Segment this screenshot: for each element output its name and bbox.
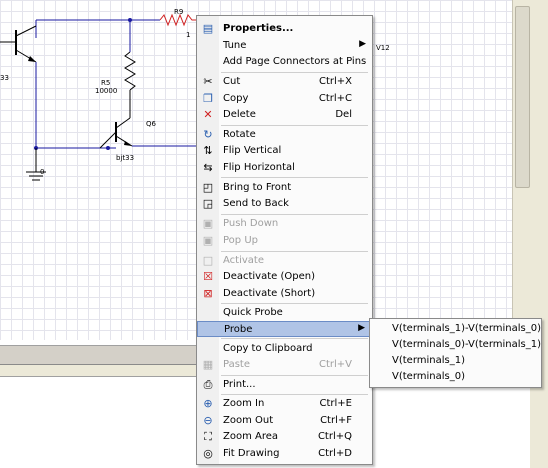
- menu-item-zoom-area[interactable]: ⛶ Zoom Area Ctrl+Q: [197, 429, 372, 445]
- r9-label: R9: [174, 8, 184, 16]
- menu-separator: [221, 214, 368, 215]
- menu-item-pop-up: ▣ Pop Up: [202, 234, 258, 247]
- menu-item-flip-vertical[interactable]: ⇅ Flip Vertical: [197, 143, 372, 159]
- print-icon: ⎙: [203, 378, 213, 391]
- page-tab[interactable]: [0, 364, 196, 376]
- menu-separator: [221, 394, 368, 395]
- probe-submenu: V(terminals_1)-V(terminals_0) V(terminal…: [369, 318, 542, 388]
- probe-item-v1[interactable]: V(terminals_1): [392, 355, 465, 366]
- properties-icon: ▤: [202, 22, 214, 35]
- menu-item-zoom-out[interactable]: ⊖ Zoom Out Ctrl+F: [197, 413, 372, 429]
- menu-item-tune[interactable]: Tune ▶: [223, 39, 366, 51]
- menu-item-fit-drawing[interactable]: ◎ Fit Drawing Ctrl+D: [197, 446, 372, 462]
- menu-item-add-page-connectors[interactable]: Add Page Connectors at Pins: [223, 56, 367, 67]
- menu-item-quick-probe[interactable]: Quick Probe: [223, 307, 283, 318]
- flip-horizontal-icon: ⇆: [203, 161, 213, 174]
- menu-separator: [221, 303, 368, 304]
- menu-icon-gutter: [197, 16, 219, 464]
- fit-drawing-icon: ◎: [203, 447, 213, 460]
- menu-item-activate: □ Activate: [202, 254, 264, 267]
- q6-model: bjt33: [116, 154, 135, 162]
- zoom-in-icon: ⊕: [203, 397, 213, 410]
- schematic-drawing: [0, 13, 197, 181]
- q6-label: Q6: [146, 120, 156, 128]
- push-down-icon: ▣: [202, 217, 214, 230]
- menu-item-probe[interactable]: Probe ▶: [197, 321, 372, 337]
- window-edge: [530, 0, 548, 468]
- r9-value-fragment: 1: [186, 31, 191, 39]
- probe-item-v0[interactable]: V(terminals_0): [392, 371, 465, 382]
- menu-item-paste: ▦ Paste Ctrl+V: [202, 358, 352, 371]
- submenu-arrow-icon: ▶: [358, 323, 365, 333]
- menu-item-copy-to-clipboard[interactable]: Copy to Clipboard: [223, 343, 313, 354]
- ground-label: 0: [40, 168, 45, 176]
- r5-label: R5: [101, 79, 111, 87]
- submenu-arrow-icon: ▶: [359, 39, 366, 49]
- send-back-icon: ◲: [202, 197, 214, 210]
- menu-item-print[interactable]: ⎙ Print...: [197, 377, 372, 393]
- menu-item-flip-horizontal[interactable]: ⇆ Flip Horizontal: [197, 160, 372, 176]
- flip-vertical-icon: ⇅: [203, 144, 213, 157]
- menu-item-zoom-in[interactable]: ⊕ Zoom In Ctrl+E: [197, 396, 372, 412]
- r5-value: 10000: [95, 87, 118, 95]
- menu-separator: [221, 338, 368, 339]
- menu-separator: [221, 72, 368, 73]
- left-model-fragment: 33: [0, 74, 9, 82]
- menu-separator: [221, 125, 368, 126]
- menu-item-deactivate-open[interactable]: ☒ Deactivate (Open): [197, 269, 372, 285]
- menu-item-copy[interactable]: ❐ Copy Ctrl+C: [197, 91, 372, 107]
- vertical-scrollbar[interactable]: [512, 0, 530, 340]
- menu-item-properties[interactable]: ▤ Properties...: [202, 22, 294, 35]
- paste-icon: ▦: [202, 358, 214, 371]
- zoom-area-icon: ⛶: [204, 430, 212, 443]
- resistor-r9: [159, 13, 197, 27]
- menu-item-cut[interactable]: ✂ Cut Ctrl+X: [197, 74, 372, 90]
- rotate-icon: ↻: [203, 128, 213, 141]
- menu-separator: [221, 251, 368, 252]
- probe-item-v1-minus-v0[interactable]: V(terminals_1)-V(terminals_0): [392, 323, 541, 334]
- bring-front-icon: ◰: [202, 181, 214, 194]
- deactivate-open-icon: ☒: [203, 270, 213, 283]
- probe-item-v0-minus-v1[interactable]: V(terminals_0)-V(terminals_1): [392, 339, 541, 350]
- scissors-icon: ✂: [203, 75, 213, 88]
- menu-separator: [221, 375, 368, 376]
- menu-item-send-to-back[interactable]: ◲ Send to Back: [202, 197, 289, 210]
- context-menu: ▤ Properties... Tune ▶ Add Page Connecto…: [196, 15, 373, 465]
- menu-item-delete[interactable]: ✕ Delete Del: [197, 107, 372, 123]
- resistor-r5: [124, 51, 136, 91]
- activate-icon: □: [202, 254, 214, 267]
- menu-item-push-down: ▣ Push Down: [202, 217, 279, 230]
- zoom-out-icon: ⊖: [203, 414, 213, 427]
- menu-item-bring-to-front[interactable]: ◰ Bring to Front: [202, 181, 292, 194]
- copy-icon: ❐: [203, 92, 213, 105]
- pop-up-icon: ▣: [202, 234, 214, 247]
- menu-separator: [221, 177, 368, 178]
- menu-item-deactivate-short[interactable]: ⊠ Deactivate (Short): [197, 286, 372, 302]
- delete-icon: ✕: [203, 108, 213, 121]
- v12-label: V12: [376, 44, 390, 52]
- scrollbar-thumb[interactable]: [515, 6, 530, 188]
- menu-item-rotate[interactable]: ↻ Rotate: [197, 127, 372, 143]
- deactivate-short-icon: ⊠: [203, 287, 213, 300]
